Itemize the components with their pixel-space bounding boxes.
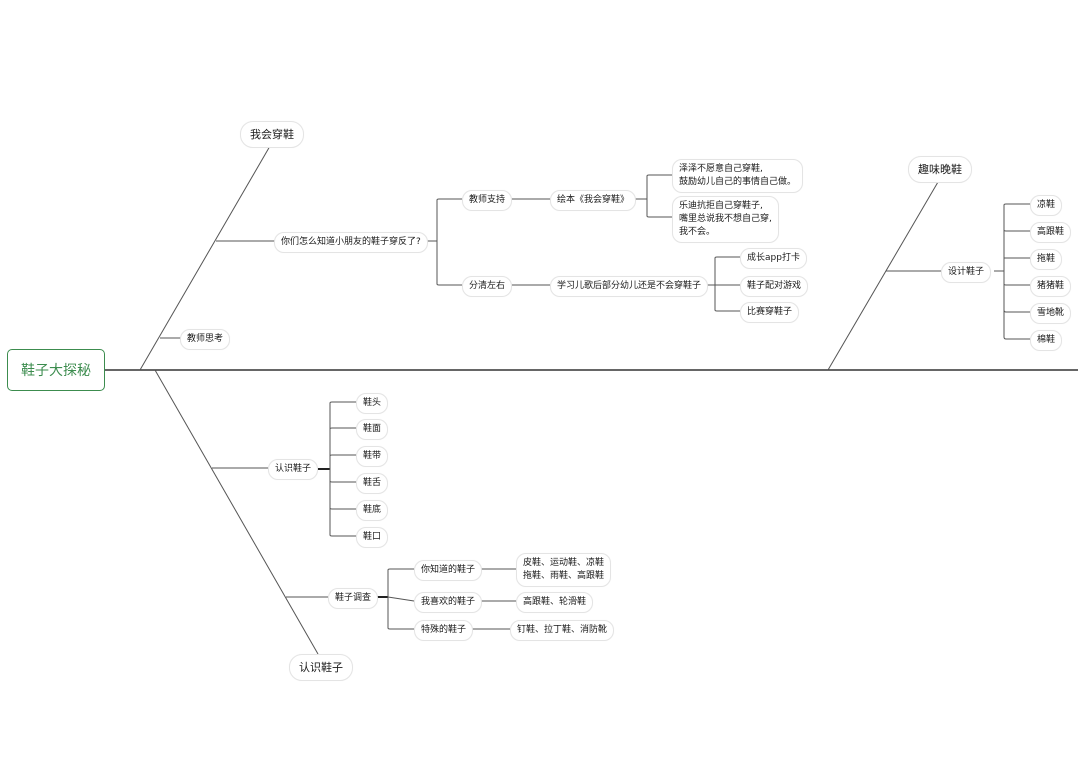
shoe-part-label: 鞋口 bbox=[363, 532, 382, 542]
liked-shoes-node[interactable]: 我喜欢的鞋子 bbox=[414, 592, 483, 613]
special-shoes-node[interactable]: 特殊的鞋子 bbox=[414, 620, 474, 641]
song-node[interactable]: 学习儿歌后部分幼儿还是不会穿鞋子 bbox=[550, 276, 709, 297]
activity-app-label: 成长app打卡 bbox=[747, 253, 800, 263]
shoe-survey-label: 鞋子调查 bbox=[335, 593, 372, 603]
shoe-type-node[interactable]: 拖鞋 bbox=[1030, 249, 1063, 270]
note-ledi-line: 我不会。 bbox=[679, 227, 716, 237]
shoe-part-label: 鞋底 bbox=[363, 505, 382, 515]
shoe-type-label: 凉鞋 bbox=[1037, 200, 1056, 210]
known-shoes-label: 你知道的鞋子 bbox=[421, 565, 476, 575]
teacher-thinking-label: 教师思考 bbox=[187, 334, 224, 344]
shoe-type-label: 高跟鞋 bbox=[1037, 227, 1065, 237]
branch-fun-shoes[interactable]: 趣味晚鞋 bbox=[908, 156, 972, 183]
shoe-type-node[interactable]: 凉鞋 bbox=[1030, 195, 1063, 216]
shoe-type-node[interactable]: 棉鞋 bbox=[1030, 330, 1063, 351]
root-label: 鞋子大探秘 bbox=[21, 363, 91, 379]
distinguish-left-right-label: 分清左右 bbox=[469, 281, 506, 291]
shoe-survey-node[interactable]: 鞋子调查 bbox=[328, 588, 379, 609]
branch-i-can-wear-shoes-label: 我会穿鞋 bbox=[250, 128, 294, 141]
liked-shoes-list-label: 高跟鞋、轮滑鞋 bbox=[523, 597, 587, 607]
teacher-support-node[interactable]: 教师支持 bbox=[462, 190, 513, 211]
note-ledi-line: 嘴里总说我不想自己穿, bbox=[679, 214, 772, 224]
liked-shoes-label: 我喜欢的鞋子 bbox=[421, 597, 476, 607]
known-shoes-node[interactable]: 你知道的鞋子 bbox=[414, 560, 483, 581]
shoe-type-node[interactable]: 猪猪鞋 bbox=[1030, 276, 1072, 297]
shoe-part-label: 鞋舌 bbox=[363, 478, 382, 488]
branch-recognize-shoes-bottom-label: 认识鞋子 bbox=[299, 661, 343, 674]
known-shoes-list-node[interactable]: 皮鞋、运动鞋、凉鞋 拖鞋、雨鞋、高跟鞋 bbox=[516, 553, 612, 587]
shoe-part-node[interactable]: 鞋头 bbox=[356, 393, 389, 414]
activity-app-node[interactable]: 成长app打卡 bbox=[740, 248, 807, 269]
shoe-part-node[interactable]: 鞋面 bbox=[356, 419, 389, 440]
root-topic[interactable]: 鞋子大探秘 bbox=[7, 349, 105, 391]
recognize-shoes-label: 认识鞋子 bbox=[275, 464, 312, 474]
shoe-type-label: 棉鞋 bbox=[1037, 335, 1056, 345]
shoe-part-label: 鞋带 bbox=[363, 451, 382, 461]
shoe-part-node[interactable]: 鞋底 bbox=[356, 500, 389, 521]
picture-book-label: 绘本《我会穿鞋》 bbox=[557, 195, 630, 205]
teacher-support-label: 教师支持 bbox=[469, 195, 506, 205]
shoe-type-label: 猪猪鞋 bbox=[1037, 281, 1065, 291]
shoe-part-label: 鞋头 bbox=[363, 398, 382, 408]
design-shoes-node[interactable]: 设计鞋子 bbox=[941, 262, 992, 283]
shoe-type-node[interactable]: 高跟鞋 bbox=[1030, 222, 1072, 243]
shoe-type-label: 雪地靴 bbox=[1037, 308, 1065, 318]
shoe-part-node[interactable]: 鞋舌 bbox=[356, 473, 389, 494]
note-zeze-line: 泽泽不愿意自己穿鞋, bbox=[679, 164, 763, 174]
special-shoes-list-node[interactable]: 钉鞋、拉丁鞋、消防靴 bbox=[510, 620, 615, 641]
recognize-shoes-node[interactable]: 认识鞋子 bbox=[268, 459, 319, 480]
shoe-part-label: 鞋面 bbox=[363, 424, 382, 434]
branch-i-can-wear-shoes[interactable]: 我会穿鞋 bbox=[240, 121, 304, 148]
special-shoes-label: 特殊的鞋子 bbox=[421, 625, 467, 635]
shoe-type-node[interactable]: 雪地靴 bbox=[1030, 303, 1072, 324]
liked-shoes-list-node[interactable]: 高跟鞋、轮滑鞋 bbox=[516, 592, 594, 613]
branch-recognize-shoes-bottom[interactable]: 认识鞋子 bbox=[289, 654, 353, 681]
teacher-thinking-node[interactable]: 教师思考 bbox=[180, 329, 231, 350]
branch-fun-shoes-label: 趣味晚鞋 bbox=[918, 163, 962, 176]
question-label: 你们怎么知道小朋友的鞋子穿反了? bbox=[281, 237, 421, 247]
activity-pairing-label: 鞋子配对游戏 bbox=[747, 281, 802, 291]
special-shoes-list-label: 钉鞋、拉丁鞋、消防靴 bbox=[517, 625, 608, 635]
shoe-part-node[interactable]: 鞋口 bbox=[356, 527, 389, 548]
shoe-type-label: 拖鞋 bbox=[1037, 254, 1056, 264]
activity-race-node[interactable]: 比赛穿鞋子 bbox=[740, 302, 800, 323]
activity-race-label: 比赛穿鞋子 bbox=[747, 307, 793, 317]
note-zeze-line: 鼓励幼儿自己的事情自己做。 bbox=[679, 177, 797, 187]
note-ledi-node[interactable]: 乐迪抗拒自己穿鞋子, 嘴里总说我不想自己穿, 我不会。 bbox=[672, 196, 779, 243]
note-zeze-node[interactable]: 泽泽不愿意自己穿鞋, 鼓励幼儿自己的事情自己做。 bbox=[672, 159, 804, 193]
known-shoes-list-line: 皮鞋、运动鞋、凉鞋 bbox=[523, 558, 605, 568]
shoe-part-node[interactable]: 鞋带 bbox=[356, 446, 389, 467]
known-shoes-list-line: 拖鞋、雨鞋、高跟鞋 bbox=[523, 571, 605, 581]
picture-book-node[interactable]: 绘本《我会穿鞋》 bbox=[550, 190, 637, 211]
activity-pairing-node[interactable]: 鞋子配对游戏 bbox=[740, 276, 809, 297]
design-shoes-label: 设计鞋子 bbox=[948, 267, 985, 277]
note-ledi-line: 乐迪抗拒自己穿鞋子, bbox=[679, 201, 763, 211]
song-label: 学习儿歌后部分幼儿还是不会穿鞋子 bbox=[557, 281, 702, 291]
distinguish-left-right-node[interactable]: 分清左右 bbox=[462, 276, 513, 297]
question-node[interactable]: 你们怎么知道小朋友的鞋子穿反了? bbox=[274, 232, 428, 253]
